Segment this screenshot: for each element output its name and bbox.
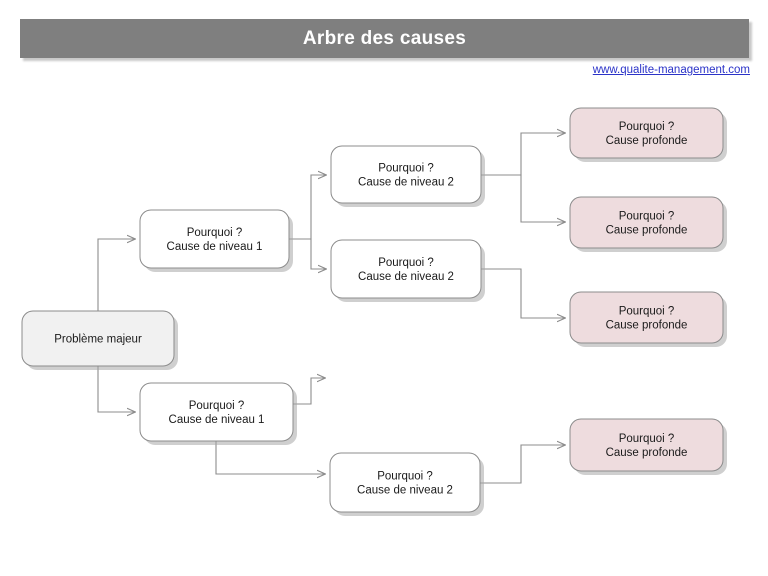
- page-title: Arbre des causes: [302, 27, 467, 49]
- node-box[interactable]: [139, 382, 294, 442]
- node-label-line: Pourquoi ?: [377, 471, 433, 483]
- connector-n1b-to-p4: [215, 441, 325, 474]
- node-p1[interactable]: Pourquoi ? Cause profonde: [569, 107, 727, 162]
- node-box[interactable]: [569, 418, 724, 472]
- node-label-line: Pourquoi ?: [619, 433, 675, 445]
- node-label-line: Pourquoi ?: [378, 163, 434, 175]
- node-n2b[interactable]: Pourquoi ? Cause de niveau 2: [330, 239, 485, 302]
- connector-n1a-to-n2b: [289, 238, 326, 269]
- node-p2[interactable]: Pourquoi ? Cause profonde: [569, 196, 727, 252]
- node-box[interactable]: [330, 145, 482, 204]
- node-n1a[interactable]: Pourquoi ? Cause de niveau 1: [139, 209, 293, 272]
- node-box[interactable]: [330, 239, 482, 299]
- node-label-line: Pourquoi ?: [619, 306, 675, 318]
- node-label-line: Cause profonde: [606, 320, 688, 332]
- node-p3[interactable]: Pourquoi ? Cause profonde: [569, 291, 727, 347]
- node-n2c[interactable]: Pourquoi ? Cause de niveau 2: [329, 452, 484, 516]
- connector-n2a-to-p2: [481, 174, 565, 222]
- connector-n2b-to-p3: [481, 268, 565, 318]
- node-label-line: Pourquoi ?: [619, 211, 675, 223]
- node-label-line: Pourquoi ?: [619, 121, 675, 133]
- node-label-line: Problème majeur: [54, 334, 142, 346]
- connector-n2a-to-p1: [481, 133, 565, 176]
- website-link[interactable]: www.qualite-management.com: [592, 64, 750, 76]
- header-bar: Arbre des causes: [20, 19, 749, 58]
- node-label-line: Pourquoi ?: [378, 257, 434, 269]
- node-box[interactable]: [21, 310, 175, 367]
- node-label-line: Cause profonde: [606, 447, 688, 459]
- node-box[interactable]: [569, 291, 724, 344]
- node-box[interactable]: [329, 452, 481, 513]
- node-box[interactable]: [569, 107, 724, 159]
- connector-n1a-to-n2a: [289, 175, 326, 240]
- node-n2a[interactable]: Pourquoi ? Cause de niveau 2: [330, 145, 485, 207]
- node-label-line: Cause de niveau 2: [358, 271, 454, 283]
- node-label-line: Cause de niveau 1: [167, 241, 263, 253]
- node-box[interactable]: [569, 196, 724, 249]
- node-label-line: Cause profonde: [606, 135, 688, 147]
- connector-n1b-to-p1: [293, 378, 325, 405]
- node-box[interactable]: [139, 209, 290, 269]
- node-label-line: Pourquoi ?: [189, 400, 245, 412]
- node-label-line: Cause de niveau 2: [357, 485, 453, 497]
- node-n1b[interactable]: Pourquoi ? Cause de niveau 1: [139, 382, 297, 445]
- connector-layer: [97, 133, 565, 484]
- node-label-line: Cause de niveau 1: [169, 414, 265, 426]
- node-root[interactable]: Problème majeur: [21, 310, 178, 370]
- node-label-line: Cause de niveau 2: [358, 177, 454, 189]
- node-p4[interactable]: Pourquoi ? Cause profonde: [569, 418, 727, 475]
- node-label-line: Pourquoi ?: [187, 227, 243, 239]
- connector-root-to-n1a: [97, 239, 135, 311]
- connector-root-to-n1b: [97, 366, 135, 412]
- connector-n2c-to-p4: [480, 445, 565, 484]
- node-label-line: Cause profonde: [606, 225, 688, 237]
